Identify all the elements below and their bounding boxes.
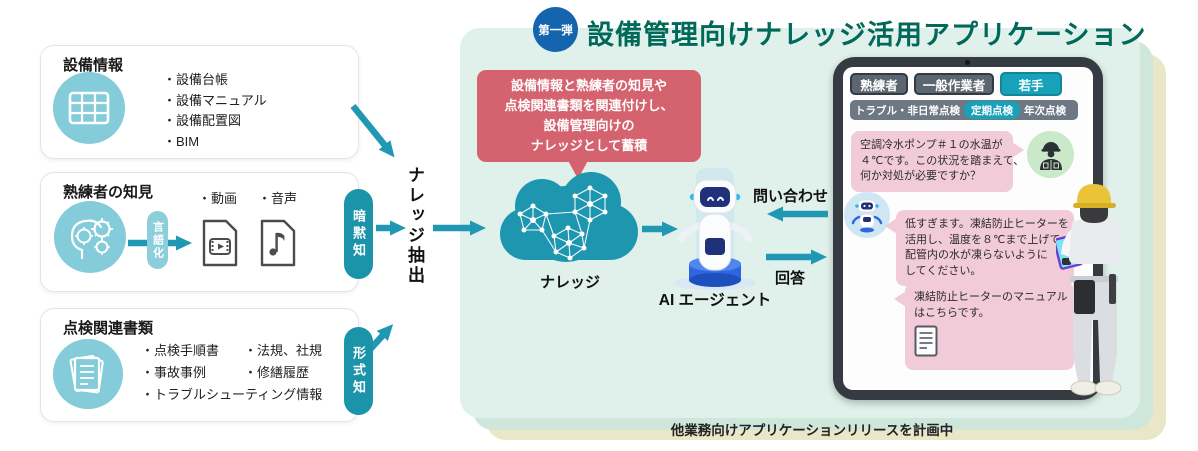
bubble-line: 配管内の水が凍らないように [905,249,1048,261]
tacit-knowledge-tag: 暗黙知 [344,189,373,279]
bubble-tail [894,291,906,307]
knowledge-extraction-label: ナレッジ抽出 [405,166,424,286]
cloud-label: ナレッジ [539,274,600,291]
tablet-camera-dot [965,60,970,65]
source-box-equipment: 設備情報 ・設備台帳 ・設備マニュアル ・設備配置図 ・BIM [40,45,359,159]
head-gears-icon [54,201,126,273]
tab-young-worker[interactable]: 若手 [1000,72,1062,96]
tablet-device: 熟練者 一般作業者 若手 トラブル・非日常点検 定期点検 年次点検 空調冷水ポン… [833,57,1103,400]
tab-expert[interactable]: 熟練者 [850,73,908,95]
bubble-line: 低すぎます。凍結防止ヒーターを [905,218,1069,230]
list-item: ・BIM [163,133,200,149]
verbalization-pill: 言語化 [147,211,168,269]
chat-bubble-user: 空調冷水ポンプ＃１の水温が ４℃です。この状況を踏まえて、 何か対処が必要ですか… [851,131,1025,192]
callout-line: ナレッジとして蓄積 [530,138,648,153]
callout-bubble: 設備情報と熟練者の知見や 点検関連書類を関連付けし、 設備管理向けの ナレッジと… [477,70,701,162]
source-box-documents: 点検関連書類 ・点検手順書 ・事故事例 ・法規、社規 ・修繕履歴 ・トラブルシュ… [40,308,359,422]
bubble-line: ４℃です。この状況を踏まえて、 [860,154,1025,167]
list-item: ・法規、社規 [244,343,323,358]
stacked-documents-icon [53,339,123,409]
box-title: 熟練者の知見 [63,184,154,201]
media-label-audio: ・音声 [258,191,298,206]
inquiry-label: 問い合わせ [753,188,829,205]
list-item: ・設備マニュアル [163,92,267,108]
explicit-knowledge-tag: 形式知 [344,327,373,415]
bubble-tail [1012,142,1024,158]
video-file-icon [201,219,239,267]
list-item: ・事故事例 [141,365,207,380]
chat-bubble-ai-1: 低すぎます。凍結防止ヒーターを 活用し、温度を８℃まで上げて 配管内の水が凍らな… [885,210,1074,286]
bubble-line: 何か対処が必要ですか？ [860,170,981,182]
box-title: 設備情報 [63,57,124,74]
inspection-mode-bar: トラブル・非日常点検 定期点検 年次点検 [850,100,1078,120]
mode-annual[interactable]: 年次点検 [1024,104,1066,117]
bubble-tail [885,218,897,234]
box-title: 点検関連書類 [63,320,154,337]
callout-line: 設備情報と熟練者の知見や [510,78,667,93]
document-icon[interactable] [914,325,1065,357]
page-title: 設備管理向けナレッジ活用アプリケーション [587,20,1147,50]
field-worker-illustration [1056,176,1142,406]
phase-badge: 第一弾 [533,7,578,52]
footer-note: 他業務向けアプリケーションリリースを計画中 [670,423,954,438]
list-item: ・設備配置図 [163,113,242,128]
tablet-screen: 熟練者 一般作業者 若手 トラブル・非日常点検 定期点検 年次点検 空調冷水ポン… [843,67,1093,390]
ai-agent-robot [652,168,778,290]
list-item: ・設備台帳 [163,72,229,87]
list-item: ・点検手順書 [141,343,220,358]
answer-label: 回答 [775,270,806,287]
source-box-expert: 熟練者の知見 [40,172,359,292]
knowledge-cloud [488,168,644,272]
mode-periodic[interactable]: 定期点検 [964,101,1020,119]
chat-bubble-ai-2: 凍結防止ヒーターのマニュアル はこちらです。 [894,283,1074,370]
bubble-line: してください。 [905,264,982,277]
callout-line: 点検関連書類を関連付けし、 [504,98,674,113]
worker-avatar [1027,131,1074,178]
bubble-line: 空調冷水ポンプ＃１の水温が [860,139,1003,151]
bubble-line: はこちらです。 [914,306,990,319]
media-label-video: ・動画 [198,191,238,206]
ai-agent-label: AI エージェント [658,292,772,309]
mode-trouble[interactable]: トラブル・非日常点検 [855,104,960,117]
callout-line: 設備管理向けの [543,118,635,133]
tab-general-worker[interactable]: 一般作業者 [914,73,994,95]
audio-file-icon [259,219,297,267]
bubble-line: 活用し、温度を８℃まで上げて [905,233,1061,246]
list-item: ・修繕履歴 [244,365,310,380]
table-ledger-icon [53,72,125,144]
robot-avatar [844,192,890,238]
list-item: ・トラブルシューティング情報 [141,387,323,402]
bubble-line: 凍結防止ヒーターのマニュアル [914,291,1068,303]
